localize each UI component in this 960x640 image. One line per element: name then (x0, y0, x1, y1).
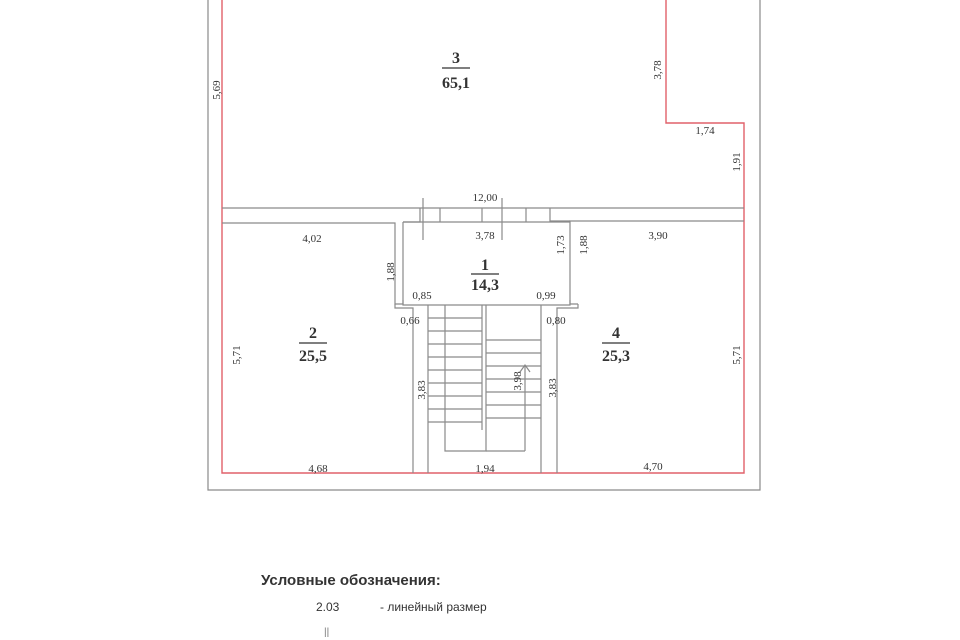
legend-sample: 2.03 (316, 600, 340, 614)
dimension: 0,99 (536, 290, 556, 302)
dimension: 3,83 (416, 380, 428, 400)
dimension: 1,88 (578, 235, 590, 255)
legend-title: Условные обозначения: (261, 572, 441, 589)
dimension: 3,78 (475, 230, 495, 242)
room-1-area: 14,3 (471, 277, 499, 294)
dimension: 4,02 (302, 233, 321, 245)
room-1-number: 1 (481, 257, 489, 274)
dimension: 0,66 (400, 315, 420, 327)
apartment-boundary (221, 0, 745, 474)
dimension: 1,74 (695, 125, 715, 137)
dimension: 5,71 (231, 345, 243, 364)
wall (556, 304, 579, 473)
dimension: 1,94 (475, 463, 495, 475)
room-2-number: 2 (309, 325, 317, 342)
room-4-area: 25,3 (602, 348, 630, 365)
room-3-area: 65,1 (442, 75, 470, 92)
wall (394, 304, 414, 473)
dimension: 4,70 (643, 461, 663, 473)
room-3-number: 3 (452, 50, 460, 67)
room-2-area: 25,5 (299, 348, 327, 365)
dimension: 3,98 (512, 371, 524, 391)
legend-symbol: || (324, 627, 330, 638)
dimension: 12,00 (473, 192, 498, 204)
dimension: 5,71 (731, 345, 743, 364)
arrow-up-icon (519, 363, 531, 373)
wall (403, 208, 421, 223)
dimension: 5,69 (211, 80, 223, 100)
dimension: 1,88 (385, 262, 397, 282)
dimension: 4,68 (308, 463, 328, 475)
legend-sample-desc: - линейный размер (380, 600, 487, 614)
outer-frame (207, 0, 761, 491)
wall (549, 208, 570, 222)
dimension: 1,91 (731, 152, 743, 171)
dimension: 1,73 (555, 235, 567, 255)
stair-steps (428, 317, 541, 423)
dimension: 3,78 (652, 60, 664, 80)
dimension: 3,90 (648, 230, 668, 242)
wall (569, 220, 744, 305)
dimension: 3,83 (547, 378, 559, 398)
dimension: 0,85 (412, 290, 432, 302)
dimension: 0,80 (546, 315, 566, 327)
stair-landing (444, 305, 487, 452)
room-4-number: 4 (612, 325, 620, 342)
